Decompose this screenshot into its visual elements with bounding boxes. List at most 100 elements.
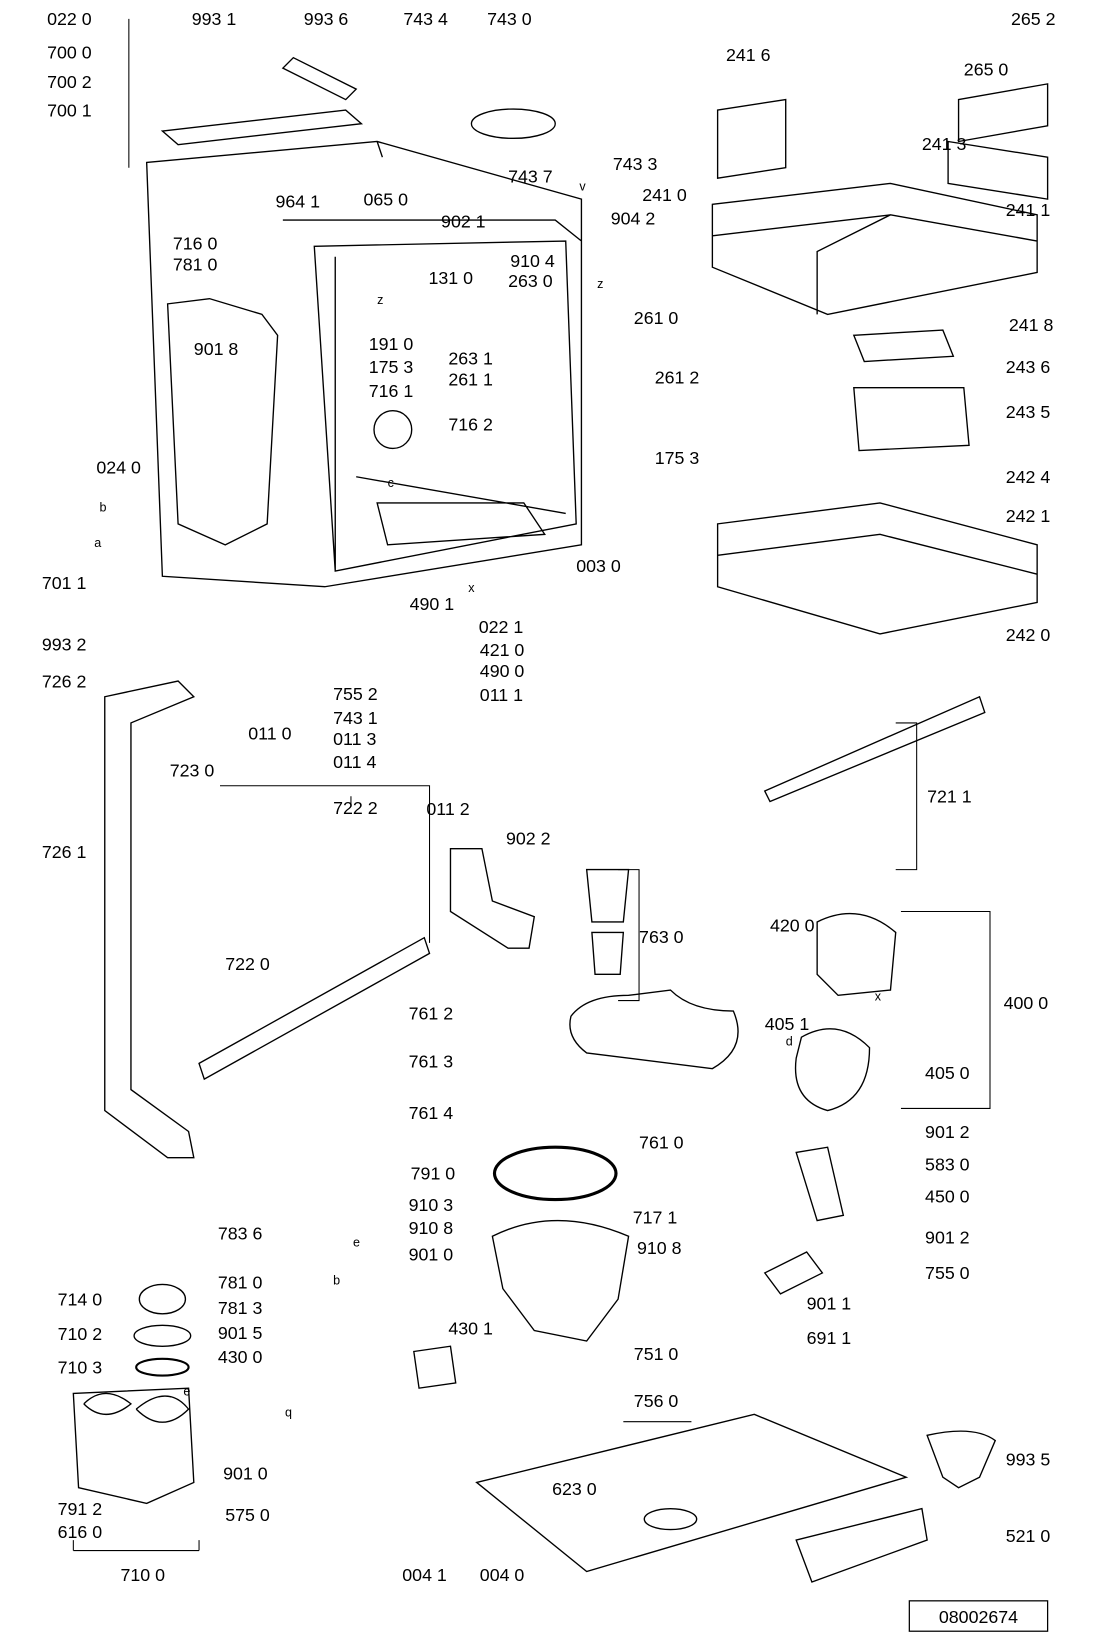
part-label: 901 5 <box>218 1323 263 1343</box>
part-label: 710 0 <box>120 1565 165 1585</box>
part-label: 430 0 <box>218 1347 263 1367</box>
rack-rail <box>716 83 1049 200</box>
reference-letter: b <box>100 500 107 514</box>
part-label: 583 0 <box>925 1154 970 1174</box>
lower-spray-arm <box>198 936 431 1081</box>
part-label: 964 1 <box>276 192 321 212</box>
softener-ring <box>133 1324 192 1347</box>
drain-pump <box>413 1345 457 1389</box>
part-label: 783 6 <box>218 1223 263 1243</box>
part-label: 726 1 <box>42 842 87 862</box>
part-label: 575 0 <box>225 1505 270 1525</box>
part-label: 721 1 <box>927 787 972 807</box>
reference-letter: q <box>285 1405 292 1419</box>
part-label: 265 2 <box>1011 9 1056 29</box>
part-label: 993 1 <box>192 9 237 29</box>
cutlery-basket <box>852 329 970 452</box>
reference-letter: v <box>579 180 586 194</box>
drawing-number-box <box>908 1600 1049 1632</box>
upper-spray-arm <box>763 695 986 803</box>
spray-pipe <box>449 847 536 949</box>
drawing-number: 08002674 <box>939 1607 1018 1627</box>
part-label: 191 0 <box>369 334 414 354</box>
float <box>643 1507 698 1531</box>
reference-letter: x <box>875 990 882 1004</box>
wheel <box>373 410 413 450</box>
part-label: 700 0 <box>47 43 92 63</box>
part-label: 743 1 <box>333 708 378 728</box>
part-label: 241 6 <box>726 45 771 65</box>
part-label: 755 2 <box>333 684 378 704</box>
reference-letter: z <box>597 277 603 291</box>
part-label: 901 2 <box>925 1122 970 1142</box>
part-label: 241 0 <box>642 185 687 205</box>
reference-letter: e <box>353 1236 360 1250</box>
water-softener <box>72 1387 195 1505</box>
part-label: 717 1 <box>633 1208 678 1228</box>
part-labels: 022 0 993 1 993 6 743 4 743 0 265 2 700 0 241 6… <box>42 9 1056 1585</box>
part-label: 490 0 <box>480 661 525 681</box>
part-label: 011 2 <box>426 799 469 819</box>
part-label: 726 2 <box>42 671 87 691</box>
part-label: 175 3 <box>369 357 414 377</box>
part-label: 781 0 <box>173 254 218 274</box>
circulation-pump <box>794 912 897 1112</box>
part-label: 902 1 <box>441 211 486 231</box>
part-label: 743 0 <box>487 9 532 29</box>
tub-frame <box>145 140 583 588</box>
part-label: 700 2 <box>47 72 92 92</box>
part-label: 420 0 <box>770 915 815 935</box>
part-label: 781 3 <box>218 1298 263 1318</box>
sump <box>491 1219 630 1342</box>
part-label: 263 0 <box>508 271 553 291</box>
part-label: 011 4 <box>333 752 376 772</box>
reference-letter: c <box>388 476 394 490</box>
part-label: 241 1 <box>1006 200 1051 220</box>
part-label: 261 1 <box>448 370 493 390</box>
part-label: 723 0 <box>170 760 215 780</box>
part-label: 901 1 <box>807 1294 852 1314</box>
base-plate <box>475 1413 909 1573</box>
part-label: 263 1 <box>448 349 493 369</box>
part-label: 716 0 <box>173 233 218 253</box>
part-label: 004 1 <box>402 1565 447 1585</box>
part-label: 722 2 <box>333 798 378 818</box>
funnel <box>926 1430 997 1489</box>
spray-cover <box>470 108 556 140</box>
part-label: 065 0 <box>364 189 409 209</box>
supply-pipe <box>104 680 196 1159</box>
sieve <box>569 989 739 1070</box>
part-label: 716 2 <box>448 415 493 435</box>
part-label: 450 0 <box>925 1187 970 1207</box>
part-label: 003 0 <box>576 556 621 576</box>
part-label: 710 3 <box>58 1357 103 1377</box>
part-label: 761 4 <box>409 1103 454 1123</box>
part-label: 022 0 <box>47 9 92 29</box>
dishwasher-drawing <box>72 18 1049 1583</box>
control-panel <box>795 1507 928 1583</box>
part-label: 716 1 <box>369 381 414 401</box>
part-label: 405 1 <box>765 1014 810 1034</box>
part-label: 242 4 <box>1006 467 1051 487</box>
part-label: 993 6 <box>304 9 349 29</box>
reference-letter: e <box>183 1384 190 1398</box>
reference-letter: x <box>468 581 475 595</box>
part-label: 242 0 <box>1006 625 1051 645</box>
gasket-ring <box>492 1145 618 1202</box>
part-label: 763 0 <box>639 927 684 947</box>
softener-cap <box>138 1283 187 1315</box>
part-label: 261 2 <box>655 368 700 388</box>
part-label: 761 0 <box>639 1132 684 1152</box>
part-label: 755 0 <box>925 1263 970 1283</box>
part-label: 700 1 <box>47 100 92 120</box>
part-label: 691 1 <box>807 1328 852 1348</box>
reference-letter: z <box>377 293 383 307</box>
part-label: 175 3 <box>655 448 700 468</box>
part-label: 024 0 <box>96 458 141 478</box>
part-label: 743 4 <box>403 9 448 29</box>
part-label: 521 0 <box>1006 1526 1051 1546</box>
part-label: 616 0 <box>58 1522 103 1542</box>
door-seal <box>166 297 279 546</box>
